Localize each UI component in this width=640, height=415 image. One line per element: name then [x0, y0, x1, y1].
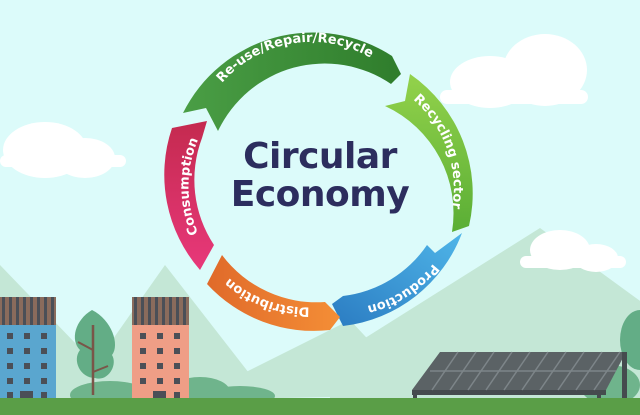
arrow-production: [332, 233, 462, 326]
building-blue: [0, 297, 56, 405]
cloud-left: [0, 122, 126, 178]
cloud-right: [440, 34, 588, 108]
solar-panel: [412, 351, 627, 400]
tree: [74, 310, 116, 395]
title-line-2: Economy: [230, 174, 410, 215]
arrow-consumption: [164, 121, 214, 270]
title-line-1: Circular: [243, 136, 397, 177]
page-title: Circular Economy: [200, 138, 440, 214]
building-salmon: [132, 297, 189, 405]
ground: [0, 398, 640, 415]
arrow-reuse-repair-recycle: [183, 32, 401, 131]
arrow-distribution: [207, 255, 340, 331]
arrow-recycling-sector: [385, 74, 473, 232]
cloud-lower-right: [520, 230, 626, 272]
